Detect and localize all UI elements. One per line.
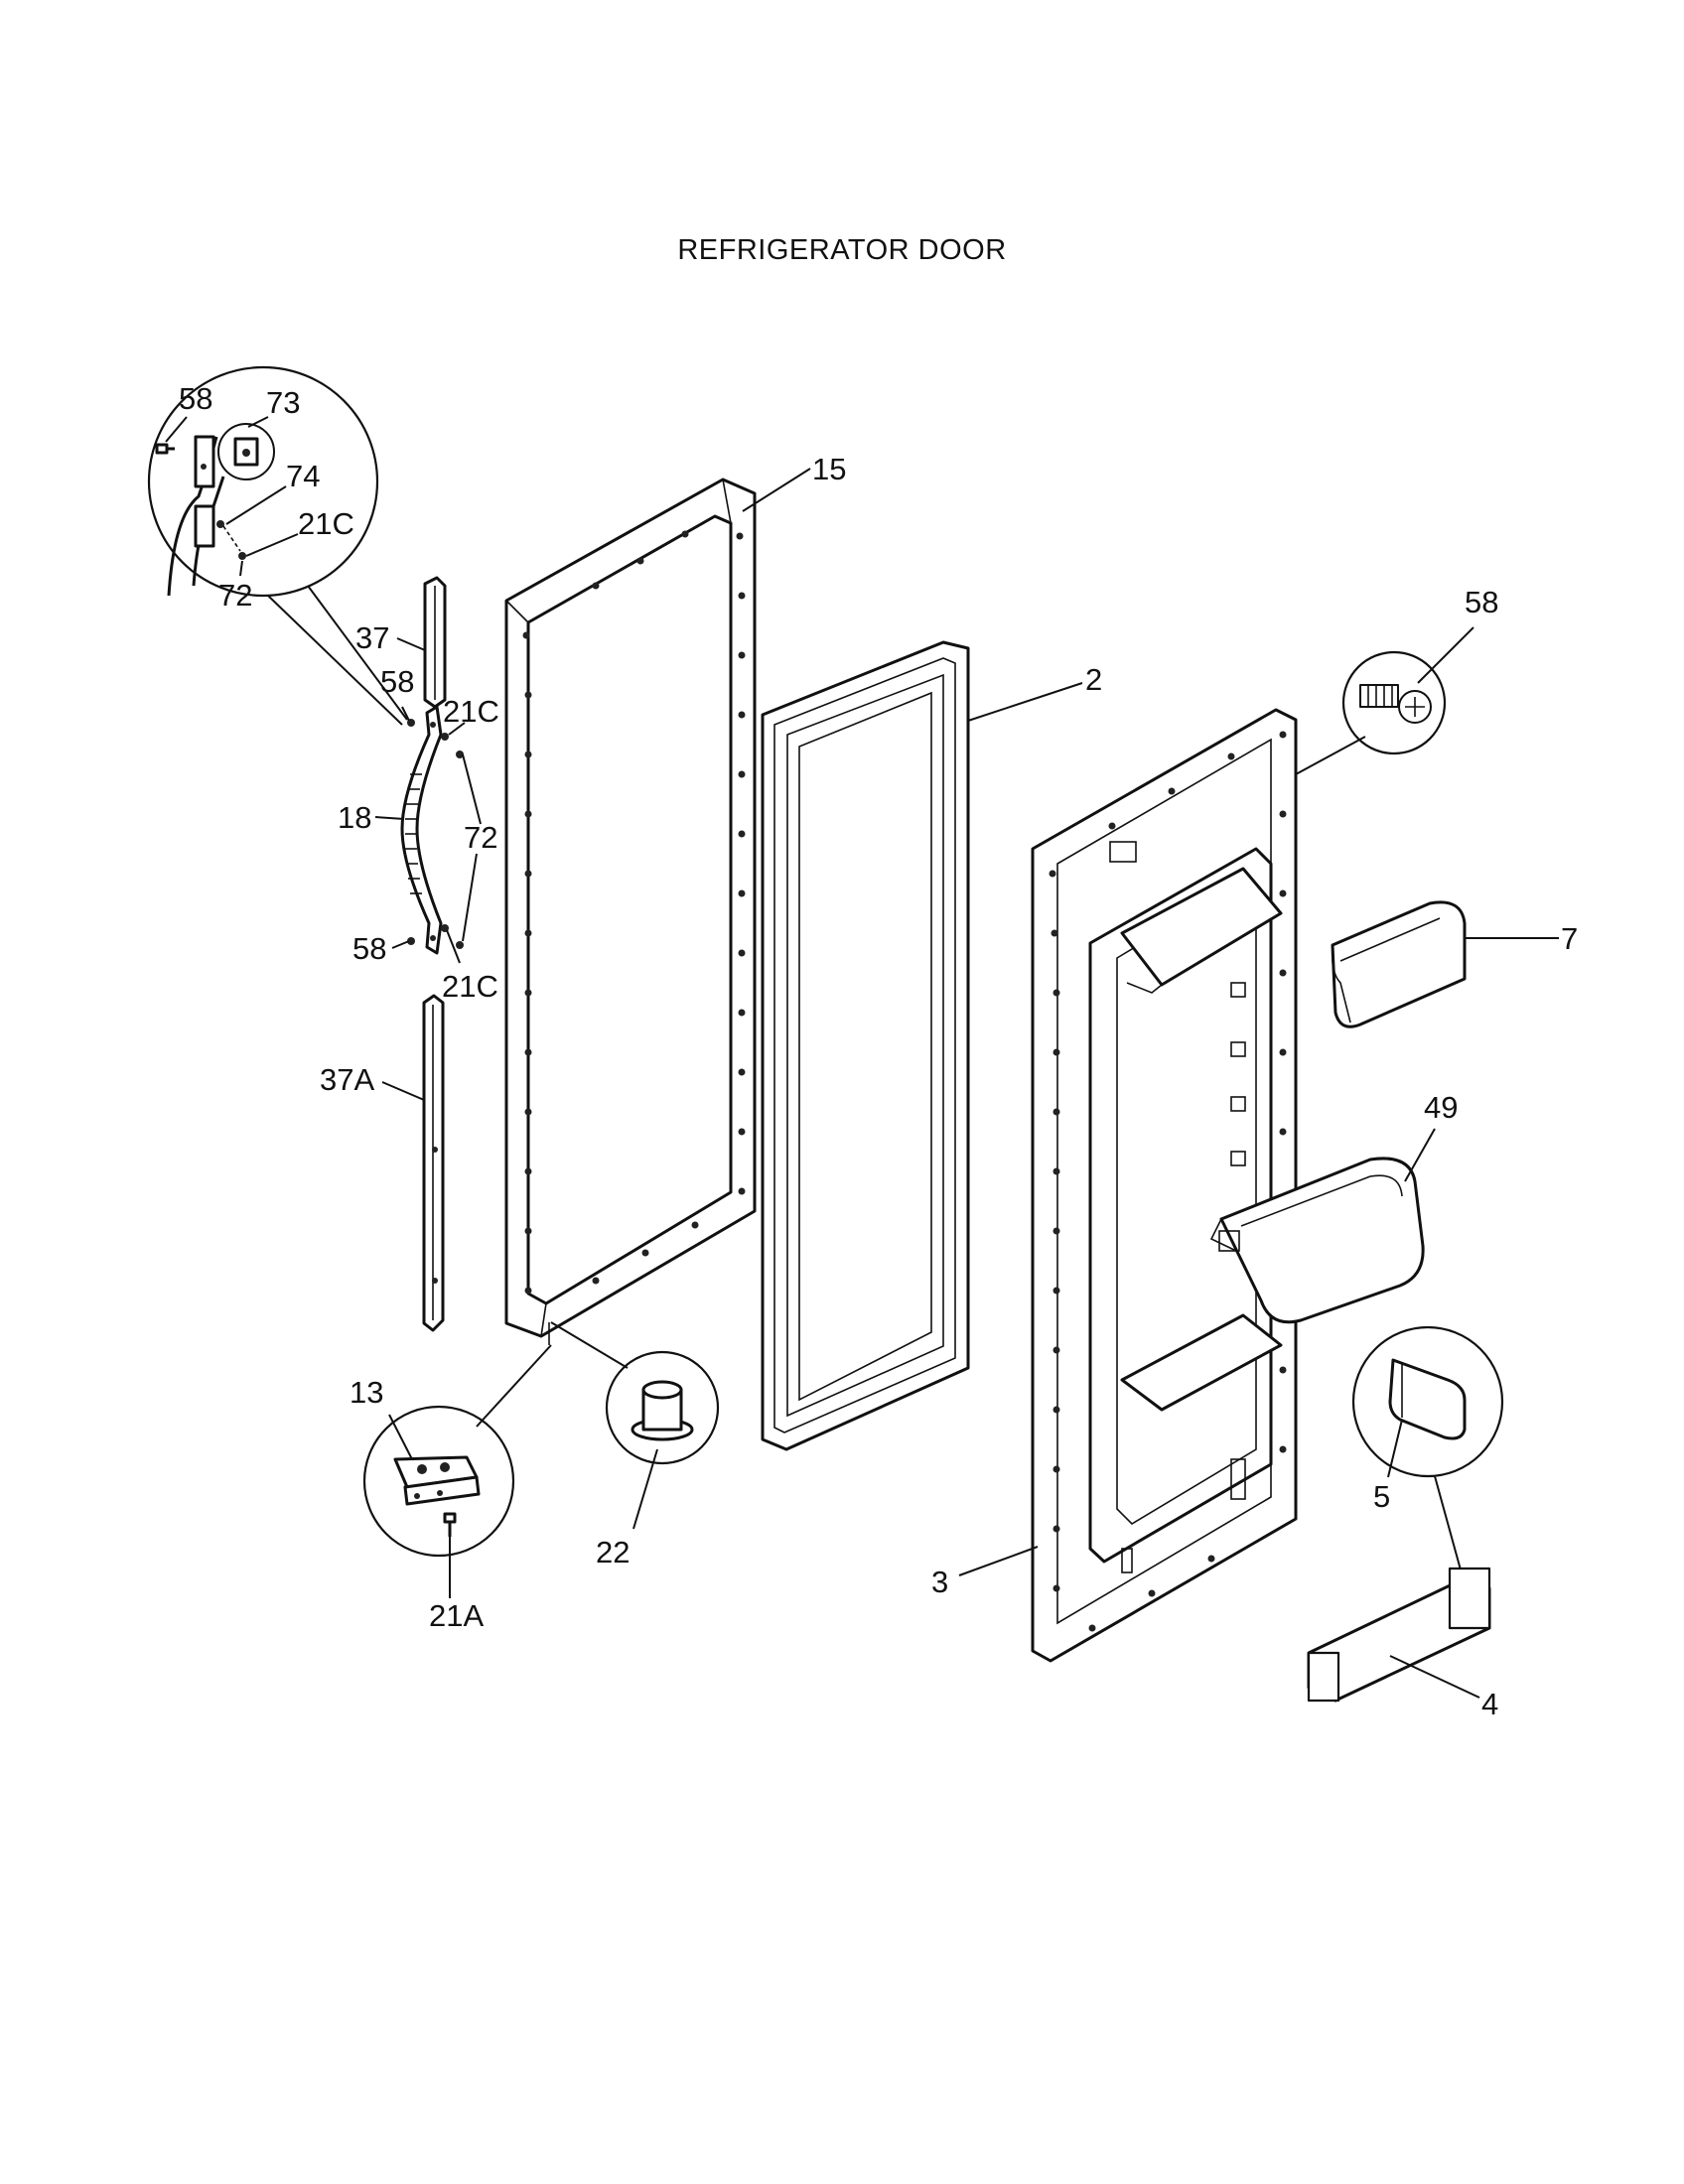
door-stop-detail-22 [605,1350,720,1465]
bin-end-detail-5 [1351,1325,1504,1478]
leader-58-b [391,940,410,949]
dairy-door-7 [1331,900,1467,1028]
label-13: 13 [350,1375,383,1410]
door-stop-icon [631,1380,694,1441]
label-21a: 21A [429,1598,484,1633]
leader-d73 [247,416,269,428]
label-18: 18 [338,800,371,835]
leader-d58 [165,416,188,443]
leader-22 [632,1448,658,1530]
leader-72-b [462,853,478,942]
leader-37 [396,637,426,651]
door-frame-15 [504,478,757,1338]
label-58-right: 58 [1465,585,1498,619]
hinge-detail-13 [362,1405,515,1558]
label-d21c: 21C [298,506,354,541]
leader-18 [374,816,405,820]
label-22: 22 [596,1535,630,1570]
label-d73: 73 [266,385,300,420]
screw-detail-58-right [1341,650,1447,755]
trim-strip-37a [422,994,445,1332]
leader-d74 [225,485,287,525]
screw-icon [443,1512,457,1537]
leader-detail-b [307,585,408,721]
label-49: 49 [1424,1090,1458,1125]
leader-58-right-b [1295,736,1366,775]
leader-3 [958,1546,1039,1576]
leader-15 [742,468,811,512]
leader-49 [1404,1128,1436,1182]
leader-5 [1387,1419,1403,1478]
hinge-icon [393,1455,481,1506]
leader-detail-a [267,595,403,726]
screw-icon [1359,684,1432,724]
gasket-2 [761,640,970,1451]
label-58-a: 58 [380,664,414,699]
label-37: 37 [355,620,389,655]
leader-37a [381,1081,425,1101]
leader-22-a [550,1321,629,1369]
leader-5-b [1434,1475,1463,1574]
leader-58-right [1417,626,1474,684]
label-15: 15 [812,452,846,486]
label-7: 7 [1561,921,1578,956]
trim-strip-37 [423,576,447,709]
label-21c-a: 21C [443,694,499,729]
label-37a: 37A [320,1062,374,1097]
handle-18 [400,705,443,955]
label-d74: 74 [286,459,320,493]
label-2: 2 [1085,662,1102,697]
bin-retainer-4 [1307,1567,1491,1703]
label-4: 4 [1481,1687,1498,1721]
leader-13 [388,1414,413,1460]
label-3: 3 [931,1565,948,1599]
label-d58: 58 [179,381,212,416]
leader-21c-a [448,722,466,736]
leader-d21c [245,533,299,557]
door-bin-49 [1209,1157,1425,1324]
label-21c-b: 21C [442,969,498,1004]
leader-d72 [239,560,243,577]
leader-2 [967,682,1083,722]
diagram-title: REFRIGERATOR DOOR [677,234,1007,266]
leader-21c-b [446,929,461,964]
label-58-b: 58 [352,931,386,966]
label-5: 5 [1373,1479,1390,1514]
door-liner-3 [1031,708,1298,1663]
screw-icon [155,443,175,455]
leader-4 [1389,1655,1480,1699]
leader-58-a [401,706,410,722]
label-72: 72 [464,820,497,855]
handle-end-detail [147,365,379,598]
leader-13-b [476,1344,552,1428]
leader-72-a [462,753,482,825]
label-d72: 72 [218,578,252,613]
